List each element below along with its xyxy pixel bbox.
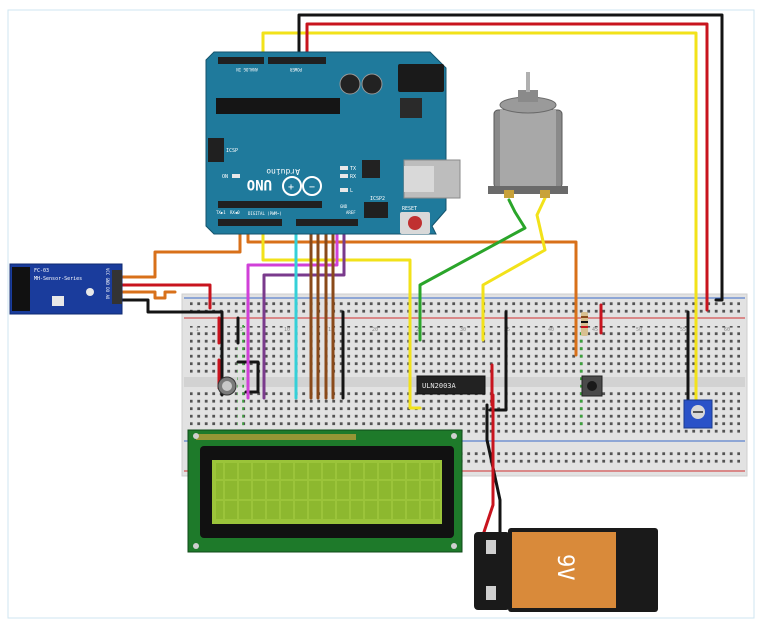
board-aref: AREF [346, 210, 356, 215]
sensor-line2: MH-Sensor-Series [34, 276, 82, 282]
wire-red-top [305, 22, 709, 312]
breadboard-col-number: 50 [636, 327, 642, 333]
board-led-on: ON [222, 174, 228, 180]
board-led-l: L [350, 188, 353, 194]
arduino-logo-left [282, 176, 302, 196]
diagram-frame [7, 9, 755, 619]
push-button [581, 375, 603, 397]
breadboard-col-number: 40 [548, 327, 554, 333]
breadboard-col-number: 10 [284, 327, 290, 333]
wire-purple [262, 220, 346, 400]
wire-orange-button [246, 230, 578, 357]
breadboard-col-number: 30 [460, 327, 466, 333]
wire-black-sensor [118, 298, 224, 397]
potentiometer [217, 376, 237, 396]
lcd-16x2 [187, 429, 463, 553]
arduino-uno-board: Arduino UNO + − DIGITAL (PWM~) ANALOG IN… [205, 51, 461, 235]
wires [118, 13, 724, 554]
sensor-pins: VCC GND DO AO [105, 268, 110, 300]
breadboard-col-number: 60 [724, 327, 730, 333]
board-header-power: POWER [289, 67, 302, 72]
uln2003a-chip: ULN2003A [416, 375, 486, 395]
wire-yellow-top [261, 31, 698, 407]
dc-motor [488, 72, 568, 198]
breadboard-col-number: 15 [328, 327, 334, 333]
board-reset: RESET [402, 206, 417, 212]
wire-green-motor [418, 198, 527, 342]
board-brand: Arduino [266, 167, 300, 176]
wire-orange2-sensor [118, 290, 177, 300]
board-led-tx: TX [350, 166, 356, 172]
sensor-line1: FC-03 [34, 268, 49, 274]
board-led-rx: RX [350, 174, 356, 180]
wire-red-sensor [118, 283, 212, 310]
svg-text:+: + [288, 182, 294, 193]
breadboard-col-number: 20 [372, 327, 378, 333]
wire-yellow-uln [261, 230, 422, 410]
breadboard-col-number: 1 [196, 327, 199, 333]
9v-battery: 9V [474, 528, 658, 612]
wire-black-top [297, 13, 724, 302]
wire-magenta [246, 220, 339, 400]
svg-text:−: − [309, 182, 315, 193]
board-gnd: GND [340, 204, 348, 209]
breadboard-col-number: 55 [680, 327, 686, 333]
battery-label: 9V [552, 554, 577, 581]
wire-black-uln [488, 310, 508, 412]
board-icsp2: ICSP2 [370, 196, 385, 202]
ir-sensor-module: FC-03 MH-Sensor-Series VCC GND DO AO [9, 263, 123, 315]
breadboard-col-number: 5 [240, 327, 243, 333]
board-header-digital: DIGITAL (PWM~) [248, 211, 282, 216]
uln-label: ULN2003A [422, 382, 457, 390]
board-rx-pin: RX◀0 [230, 210, 240, 215]
breadboard-col-number: 45 [592, 327, 598, 333]
board-header-analog: ANALOG IN [236, 67, 258, 72]
arduino-logo-right [302, 176, 322, 196]
board-model: UNO [247, 176, 272, 192]
resistor [581, 312, 588, 336]
trimmer-potentiometer [683, 399, 713, 429]
board-icsp: ICSP [226, 148, 238, 154]
wire-orange-sensor [118, 230, 242, 279]
wire-yellow-motor [481, 196, 547, 342]
board-tx-pin: TX▶1 [216, 210, 226, 215]
